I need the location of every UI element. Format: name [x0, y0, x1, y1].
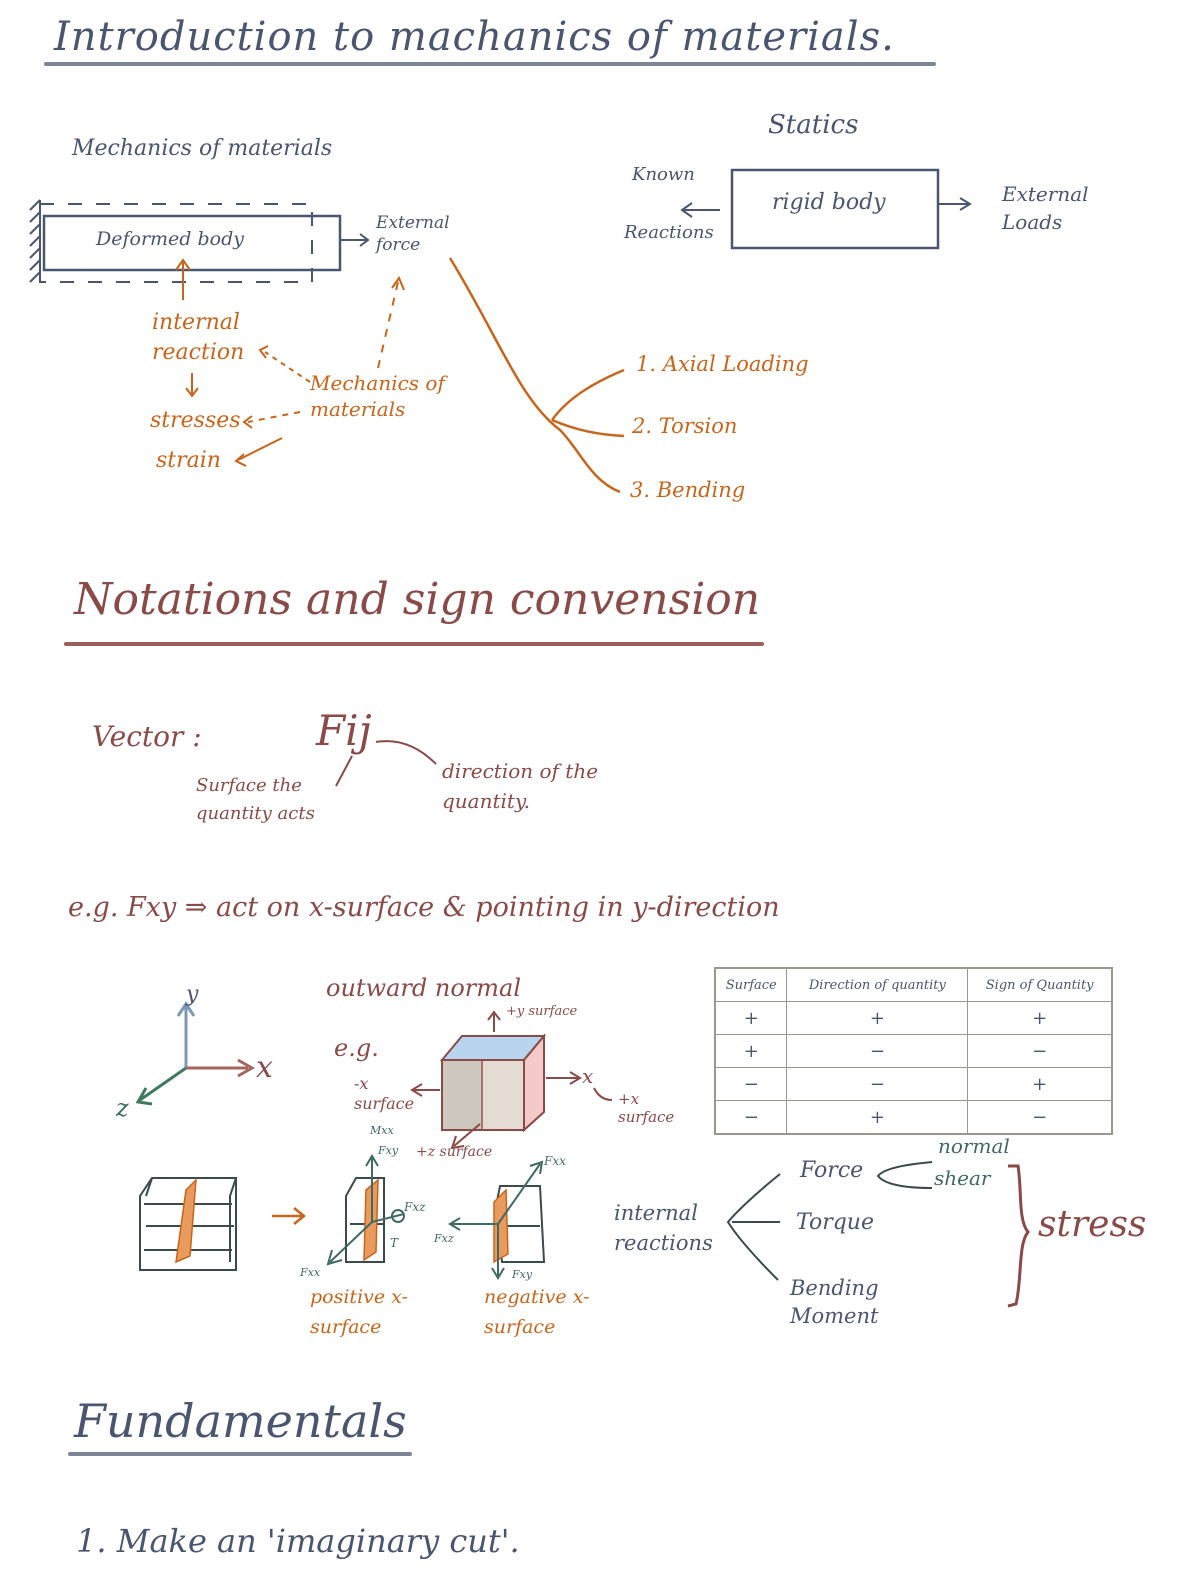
table-row: − − + — [714, 1067, 1113, 1101]
stresses-label: stresses — [150, 408, 241, 433]
x-arrow-label: x — [582, 1064, 594, 1088]
fxx-label-neg: Fxx — [544, 1154, 566, 1168]
known-label: Known — [632, 164, 695, 185]
section1-title: Introduction to machanics of materials. — [54, 14, 895, 60]
internal-reaction-label: internal reaction — [152, 310, 245, 365]
direction-note: direction of the quantity. — [442, 759, 599, 813]
stress-brace — [1007, 1164, 1030, 1308]
mxx-label: Mxx — [370, 1124, 394, 1137]
vector-label: Vector : — [92, 720, 202, 753]
table-cell: − — [967, 1100, 1113, 1135]
coordinate-axes — [135, 1001, 256, 1106]
bending-moment-label: Bending Moment — [790, 1276, 879, 1328]
strain-label: strain — [156, 448, 221, 473]
section3-title: Fundamentals — [74, 1394, 407, 1448]
deformed-body-dashed — [39, 203, 313, 283]
surface-note: Surface the quantity acts — [196, 775, 315, 824]
internal-reactions-bracket — [726, 1161, 933, 1281]
fixed-support-hatch — [29, 199, 41, 283]
table-header-row: Surface Direction of quantity Sign of Qu… — [714, 967, 1113, 1002]
table-cell: + — [714, 1034, 788, 1068]
rigid-body-label: rigid body — [772, 190, 886, 215]
axis-y-label: y — [186, 982, 199, 1007]
fxx-label-pos: Fxx — [300, 1266, 321, 1279]
mom-center-label: Mechanics of materials — [310, 371, 445, 421]
fxz-label-neg: Fxz — [434, 1232, 454, 1245]
loading-axial: 1. Axial Loading — [636, 352, 809, 376]
section2-title-underline — [64, 642, 764, 646]
fxz-label-pos: Fxz — [404, 1200, 426, 1214]
rigid-body-box — [730, 168, 940, 250]
table-header: Surface — [714, 967, 788, 1002]
table-cell: + — [786, 1100, 969, 1135]
table-row: + + + — [714, 1001, 1113, 1035]
table-row: + − − — [714, 1034, 1113, 1068]
outward-normal-label: outward normal — [326, 974, 521, 1002]
mom-heading: Mechanics of materials — [72, 136, 333, 161]
shear-label: shear — [934, 1166, 991, 1190]
example-line: e.g. Fxy ⇒ act on x-surface & pointing i… — [68, 892, 780, 923]
fxy-label-pos: Fxy — [378, 1144, 399, 1157]
torque-item-label: Torque — [796, 1210, 874, 1235]
deformed-body-box — [42, 214, 342, 272]
table-cell: + — [714, 1001, 788, 1035]
external-force-label: External force — [376, 213, 450, 255]
cube-eg-label: e.g. — [334, 1034, 379, 1062]
section2-title: Notations and sign convension — [74, 574, 761, 625]
positive-x-surface-label: positive x-surface — [310, 1286, 408, 1338]
vector-symbol: Fij — [316, 706, 372, 755]
axis-x-label: x — [256, 1050, 273, 1085]
table-cell: − — [714, 1100, 788, 1135]
reactions-label: Reactions — [624, 222, 714, 243]
table-cell: − — [786, 1067, 969, 1101]
external-loads-label: External Loads — [1002, 182, 1089, 234]
deformed-body-label: Deformed body — [96, 228, 244, 250]
step1-text: 1. Make an 'imaginary cut'. — [76, 1522, 520, 1560]
section3-title-underline — [68, 1452, 412, 1456]
table-header: Direction of quantity — [786, 967, 969, 1002]
table-cell: + — [967, 1001, 1113, 1035]
table-cell: + — [786, 1001, 969, 1035]
torque-label: T — [390, 1236, 399, 1250]
plus-y-surface-label: +y surface — [506, 1004, 578, 1019]
axis-z-label: z — [116, 1094, 129, 1122]
loading-bending: 3. Bending — [630, 478, 746, 502]
table-row: − + − — [714, 1100, 1113, 1135]
internal-reactions-label: internal reactions — [614, 1201, 713, 1255]
force-label: Force — [800, 1158, 864, 1183]
statics-heading: Statics — [768, 110, 859, 140]
table-cell: − — [967, 1034, 1113, 1068]
table-cell: − — [714, 1067, 788, 1101]
negative-x-surface-label: negative x-surface — [484, 1286, 590, 1338]
fxy-label-neg: Fxy — [512, 1268, 533, 1281]
stress-cube — [439, 1033, 547, 1133]
table-header: Sign of Quantity — [967, 967, 1113, 1002]
table-cell: + — [967, 1067, 1113, 1101]
section1-title-underline — [44, 62, 936, 66]
plus-x-surface-label: +x surface — [618, 1090, 675, 1126]
normal-label: normal — [938, 1134, 1010, 1158]
table-cell: − — [786, 1034, 969, 1068]
plus-z-surface-label: +z surface — [416, 1144, 493, 1160]
minus-x-surface-label: -x surface — [354, 1074, 415, 1113]
sign-convention-table: Surface Direction of quantity Sign of Qu… — [714, 967, 1113, 1135]
stress-label: stress — [1038, 1204, 1147, 1245]
loading-torsion: 2. Torsion — [632, 414, 738, 438]
